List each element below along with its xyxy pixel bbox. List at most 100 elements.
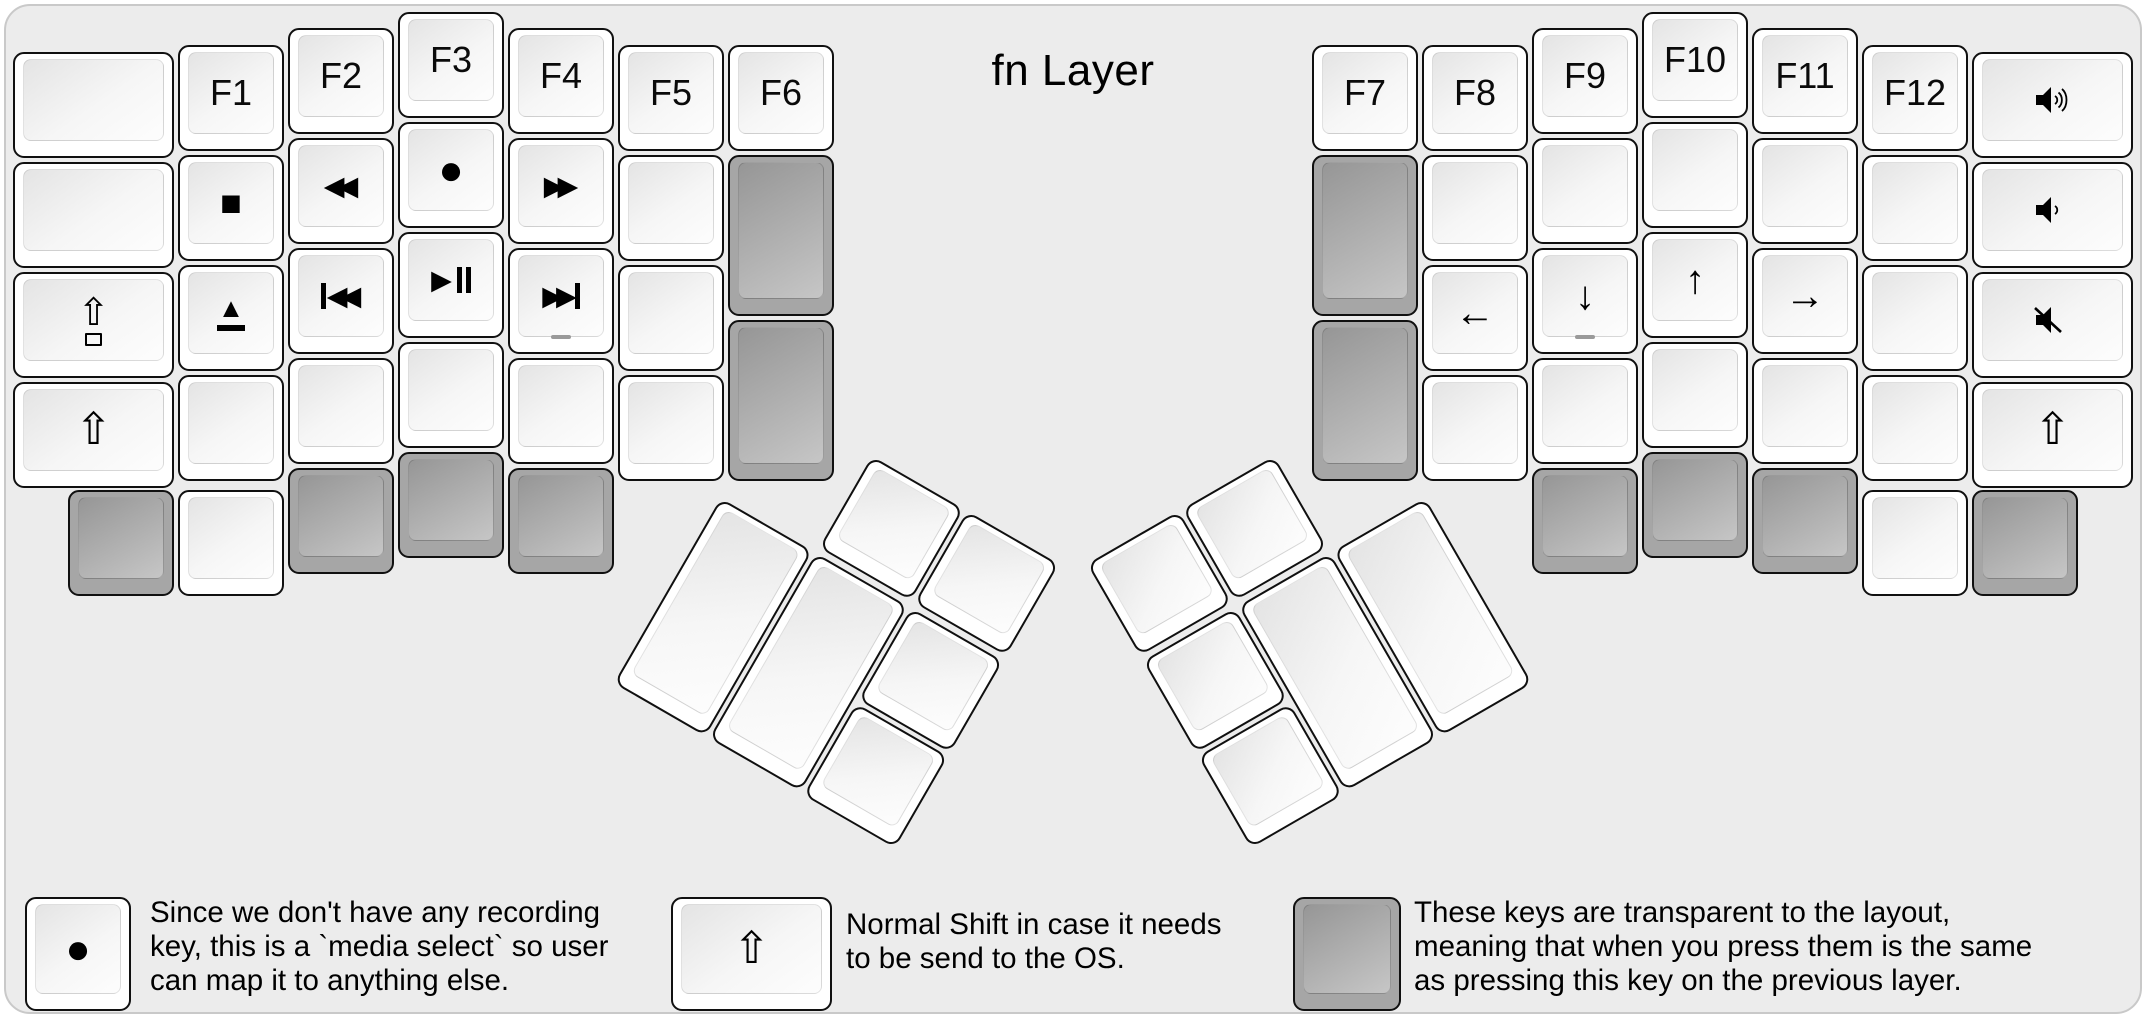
- key-arrow-right[interactable]: →: [1752, 248, 1858, 354]
- key-arrow-left-top: ←: [1432, 272, 1518, 354]
- key-blank-r-c4-r4-top: [1542, 365, 1628, 447]
- key-mute[interactable]: [1972, 272, 2133, 378]
- key-f2[interactable]: F2: [288, 28, 394, 134]
- key-blank-l-outer-1[interactable]: [13, 52, 174, 158]
- key-volume-up[interactable]: [1972, 52, 2133, 158]
- key-blank-l-bottom-2-top: [188, 497, 274, 579]
- key-blank-r-c4-r4[interactable]: [1532, 358, 1638, 464]
- key-play-pause-top: ▶: [408, 239, 494, 321]
- key-blank-r-c2-r4-top: [1762, 365, 1848, 447]
- key-f10-label: F10: [1663, 39, 1727, 80]
- key-blank-r-c4-r2-top: [1542, 145, 1628, 227]
- key-blank-l-bottom-2[interactable]: [178, 490, 284, 596]
- key-blank-r-bottom-4[interactable]: [1862, 490, 1968, 596]
- key-blank-r-c1-r2[interactable]: [1862, 155, 1968, 261]
- key-f9-top: F9: [1542, 35, 1628, 117]
- key-blank-l-outer-2[interactable]: [13, 162, 174, 268]
- key-f10[interactable]: F10: [1642, 12, 1748, 118]
- key-blank-l-c5-r2-top: [628, 162, 714, 244]
- key-blank-r-c1-r4[interactable]: [1862, 375, 1968, 481]
- key-f11[interactable]: F11: [1752, 28, 1858, 134]
- key-transparent-l-bottom-4[interactable]: [398, 452, 504, 558]
- key-blank-l-c5-r2[interactable]: [618, 155, 724, 261]
- legend-shift-key: ⇧: [671, 897, 832, 1011]
- key-f4[interactable]: F4: [508, 28, 614, 134]
- key-shift-right[interactable]: ⇧: [1972, 382, 2133, 488]
- key-arrow-up[interactable]: ↑: [1642, 232, 1748, 338]
- key-blank-l-c5-r3[interactable]: [618, 265, 724, 371]
- key-f10-top: F10: [1652, 19, 1738, 101]
- key-f6[interactable]: F6: [728, 45, 834, 151]
- key-blank-l-c5-r4[interactable]: [618, 375, 724, 481]
- key-f1[interactable]: F1: [178, 45, 284, 151]
- key-prev-track[interactable]: ◀◀: [288, 248, 394, 354]
- key-blank-r-c5-r4[interactable]: [1422, 375, 1528, 481]
- key-stop-top: ■: [188, 162, 274, 244]
- key-fast-forward[interactable]: ▶▶: [508, 138, 614, 244]
- key-transparent-r-inner-1-top: [1322, 162, 1408, 299]
- key-transparent-r-bottom-2[interactable]: [1642, 452, 1748, 558]
- key-record-top: ●: [408, 129, 494, 211]
- key-arrow-down[interactable]: ↓: [1532, 248, 1638, 354]
- key-blank-r-c5-r2[interactable]: [1422, 155, 1528, 261]
- key-caps-lock[interactable]: ⇧: [13, 272, 174, 378]
- key-transparent-r-inner-2[interactable]: [1312, 320, 1418, 481]
- key-f8-top: F8: [1432, 52, 1518, 134]
- caps-lock-icon: ⇧: [78, 294, 109, 346]
- key-arrow-left[interactable]: ←: [1422, 265, 1528, 371]
- key-blank-r-c3-r4[interactable]: [1642, 342, 1748, 448]
- key-blank-l-c1-r4-top: [188, 382, 274, 464]
- key-blank-r-c1-r3-top: [1872, 272, 1958, 354]
- key-transparent-r-bottom-1[interactable]: [1532, 468, 1638, 574]
- key-eject[interactable]: ▲: [178, 265, 284, 371]
- legend-transparent-key: [1293, 897, 1401, 1011]
- key-f8[interactable]: F8: [1422, 45, 1528, 151]
- key-record[interactable]: ●: [398, 122, 504, 228]
- key-blank-r-c1-r4-top: [1872, 382, 1958, 464]
- key-transparent-r-inner-1[interactable]: [1312, 155, 1418, 316]
- key-transparent-r-bottom-5[interactable]: [1972, 490, 2078, 596]
- key-transparent-l-inner-1[interactable]: [728, 155, 834, 316]
- key-transparent-l-bottom-3[interactable]: [288, 468, 394, 574]
- key-blank-l-c4-r4[interactable]: [508, 358, 614, 464]
- key-shift-left[interactable]: ⇧: [13, 382, 174, 488]
- key-transparent-l-bottom-5[interactable]: [508, 468, 614, 574]
- key-blank-r-c2-r2-top: [1762, 145, 1848, 227]
- key-blank-l-c3-r4[interactable]: [398, 342, 504, 448]
- key-volume-down[interactable]: [1972, 162, 2133, 268]
- key-blank-r-c2-r4[interactable]: [1752, 358, 1858, 464]
- key-blank-r-c1-r3[interactable]: [1862, 265, 1968, 371]
- arrow-up-icon: ↑: [1685, 258, 1705, 302]
- key-f6-top: F6: [738, 52, 824, 134]
- key-f1-label: F1: [209, 72, 252, 113]
- key-f5[interactable]: F5: [618, 45, 724, 151]
- key-next-track[interactable]: ▶▶: [508, 248, 614, 354]
- key-transparent-l-inner-1-top: [738, 162, 824, 299]
- key-f7[interactable]: F7: [1312, 45, 1418, 151]
- key-blank-l-c2-r4[interactable]: [288, 358, 394, 464]
- key-transparent-l-inner-2-top: [738, 327, 824, 464]
- key-transparent-r-bottom-2-top: [1652, 459, 1738, 541]
- key-play-pause[interactable]: ▶: [398, 232, 504, 338]
- key-shift-left-top: ⇧: [23, 389, 164, 471]
- key-transparent-l-inner-2[interactable]: [728, 320, 834, 481]
- key-blank-r-c2-r2[interactable]: [1752, 138, 1858, 244]
- key-f2-label: F2: [319, 55, 362, 96]
- key-blank-r-c4-r2[interactable]: [1532, 138, 1638, 244]
- key-transparent-r-bottom-1-top: [1542, 475, 1628, 557]
- legend-record-key-top: ●: [35, 904, 121, 994]
- record-icon: ●: [438, 146, 464, 193]
- key-f3[interactable]: F3: [398, 12, 504, 118]
- key-stop[interactable]: ■: [178, 155, 284, 261]
- key-f12[interactable]: F12: [1862, 45, 1968, 151]
- key-f9[interactable]: F9: [1532, 28, 1638, 134]
- key-blank-l-c1-r4[interactable]: [178, 375, 284, 481]
- key-transparent-l-bottom-1[interactable]: [68, 490, 174, 596]
- legend-text-note3: These keys are transparent to the layout…: [1414, 896, 2033, 997]
- key-shift-right-top: ⇧: [1982, 389, 2123, 471]
- key-blank-r-c3-r2[interactable]: [1642, 122, 1748, 228]
- key-transparent-r-bottom-3[interactable]: [1752, 468, 1858, 574]
- key-rewind[interactable]: ◀◀: [288, 138, 394, 244]
- key-blank-r-c1-r2-top: [1872, 162, 1958, 244]
- key-f7-label: F7: [1343, 72, 1386, 113]
